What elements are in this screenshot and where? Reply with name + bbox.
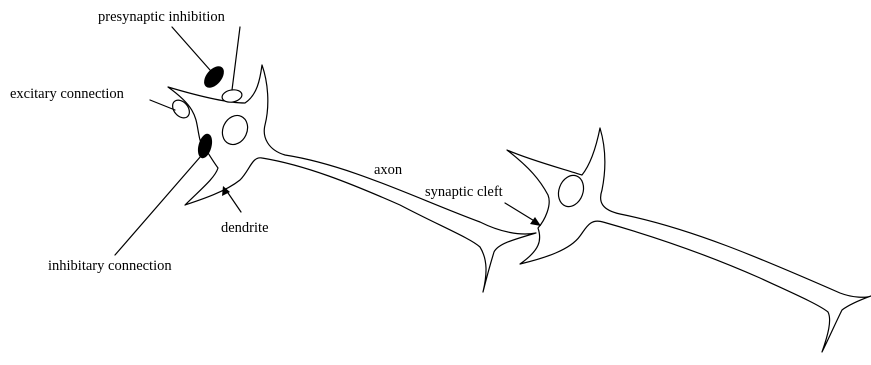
neuron-2-outline [507,128,871,352]
presynaptic-inhibition-terminal [201,63,227,90]
leader-presynaptic-inhibition-a [172,27,210,70]
label-presynaptic-inhibition: presynaptic inhibition [98,10,225,25]
label-dendrite: dendrite [221,221,269,236]
label-axon: axon [374,163,402,178]
arrow-dendrite [222,186,241,212]
leader-excitary-connection [150,100,175,110]
presynaptic-terminal [221,88,243,103]
label-synaptic-cleft: synaptic cleft [425,185,503,200]
label-inhibitary-connection: inhibitary connection [48,259,172,274]
leader-inhibitary-connection [115,156,201,255]
leader-presynaptic-inhibition-b [232,27,240,90]
arrow-synaptic-cleft [505,203,541,226]
label-excitary-connection: excitary connection [10,87,124,102]
